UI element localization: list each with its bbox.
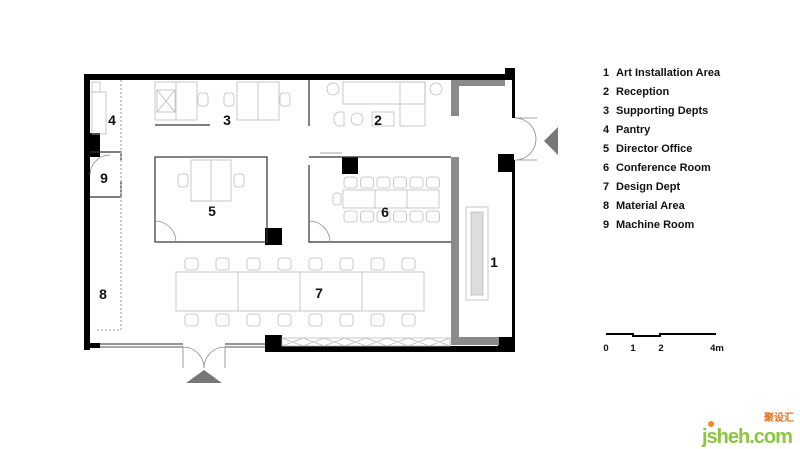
doors[interactable]	[89, 117, 537, 369]
chair	[277, 257, 292, 271]
chair	[393, 176, 407, 189]
watermark-logo: jsheh.com 聚设汇	[702, 414, 794, 448]
chair	[409, 210, 424, 223]
room-label-3: 3	[223, 112, 231, 128]
entrance-arrow-right	[544, 127, 558, 155]
logo-dot	[708, 421, 714, 427]
partition-walls	[451, 80, 505, 345]
legend-label: Material Area	[616, 200, 686, 212]
room-label-1: 1	[490, 254, 498, 270]
exterior-walls	[84, 68, 515, 352]
legend-number: 3	[603, 105, 609, 117]
legend-number: 8	[603, 200, 609, 212]
chair	[215, 313, 230, 327]
legend-label: Conference Room	[616, 162, 711, 174]
room-label-2: 2	[374, 112, 382, 128]
room-label-8: 8	[99, 286, 107, 302]
chair	[360, 210, 374, 223]
chair	[246, 313, 261, 327]
furniture	[91, 81, 489, 347]
chair	[308, 313, 323, 327]
chair	[308, 257, 323, 271]
logo-main: jsheh	[702, 426, 750, 448]
chair	[426, 176, 440, 189]
logo-suffix: .com	[749, 426, 793, 448]
chair	[401, 257, 416, 271]
entrance-arrow-bottom	[186, 370, 222, 383]
chair	[246, 257, 261, 271]
legend-number: 9	[603, 219, 609, 231]
chair	[370, 257, 385, 271]
legend-number: 5	[603, 143, 609, 155]
chair	[376, 210, 391, 223]
room-label-5: 5	[208, 203, 216, 219]
legend-label: Design Dept	[616, 181, 681, 193]
chair	[393, 210, 407, 223]
chair	[370, 313, 385, 327]
scale-bar: 0 1 2 4m	[603, 333, 724, 354]
chair	[339, 257, 354, 271]
chair	[343, 176, 358, 189]
chair	[184, 313, 199, 327]
chair	[277, 313, 292, 327]
chair	[426, 210, 440, 223]
material-curtain	[95, 80, 122, 331]
scale-tick-0: 0	[603, 343, 608, 354]
legend-label: Machine Room	[616, 219, 694, 231]
logo-chinese: 聚设汇	[764, 413, 794, 424]
legend-label: Art Installation Area	[616, 67, 721, 79]
chair	[215, 257, 230, 271]
chair	[401, 313, 416, 327]
legend-number: 6	[603, 162, 609, 174]
legend-label: Pantry	[616, 124, 651, 136]
columns	[84, 133, 514, 245]
room-label-7: 7	[315, 285, 323, 301]
legend-label: Reception	[616, 86, 669, 98]
legend-label: Supporting Depts	[616, 105, 708, 117]
chair	[360, 176, 374, 189]
legend-number: 7	[603, 181, 609, 193]
scale-tick-4m: 4m	[710, 343, 724, 354]
chair	[343, 210, 358, 223]
legend-number: 2	[603, 86, 609, 98]
scale-tick-2: 2	[658, 343, 663, 354]
chair	[339, 313, 354, 327]
legend-label: Director Office	[616, 143, 692, 155]
legend-number: 1	[603, 67, 609, 79]
chair	[376, 176, 391, 189]
legend: 1 Art Installation Area 2 Reception 3 Support…	[603, 67, 721, 231]
legend-number: 4	[603, 124, 610, 136]
scale-tick-1: 1	[630, 343, 636, 354]
room-label-6: 6	[381, 204, 389, 220]
chair	[184, 257, 199, 271]
room-label-4: 4	[108, 112, 116, 128]
room-label-9: 9	[100, 170, 108, 186]
chair	[409, 176, 424, 189]
